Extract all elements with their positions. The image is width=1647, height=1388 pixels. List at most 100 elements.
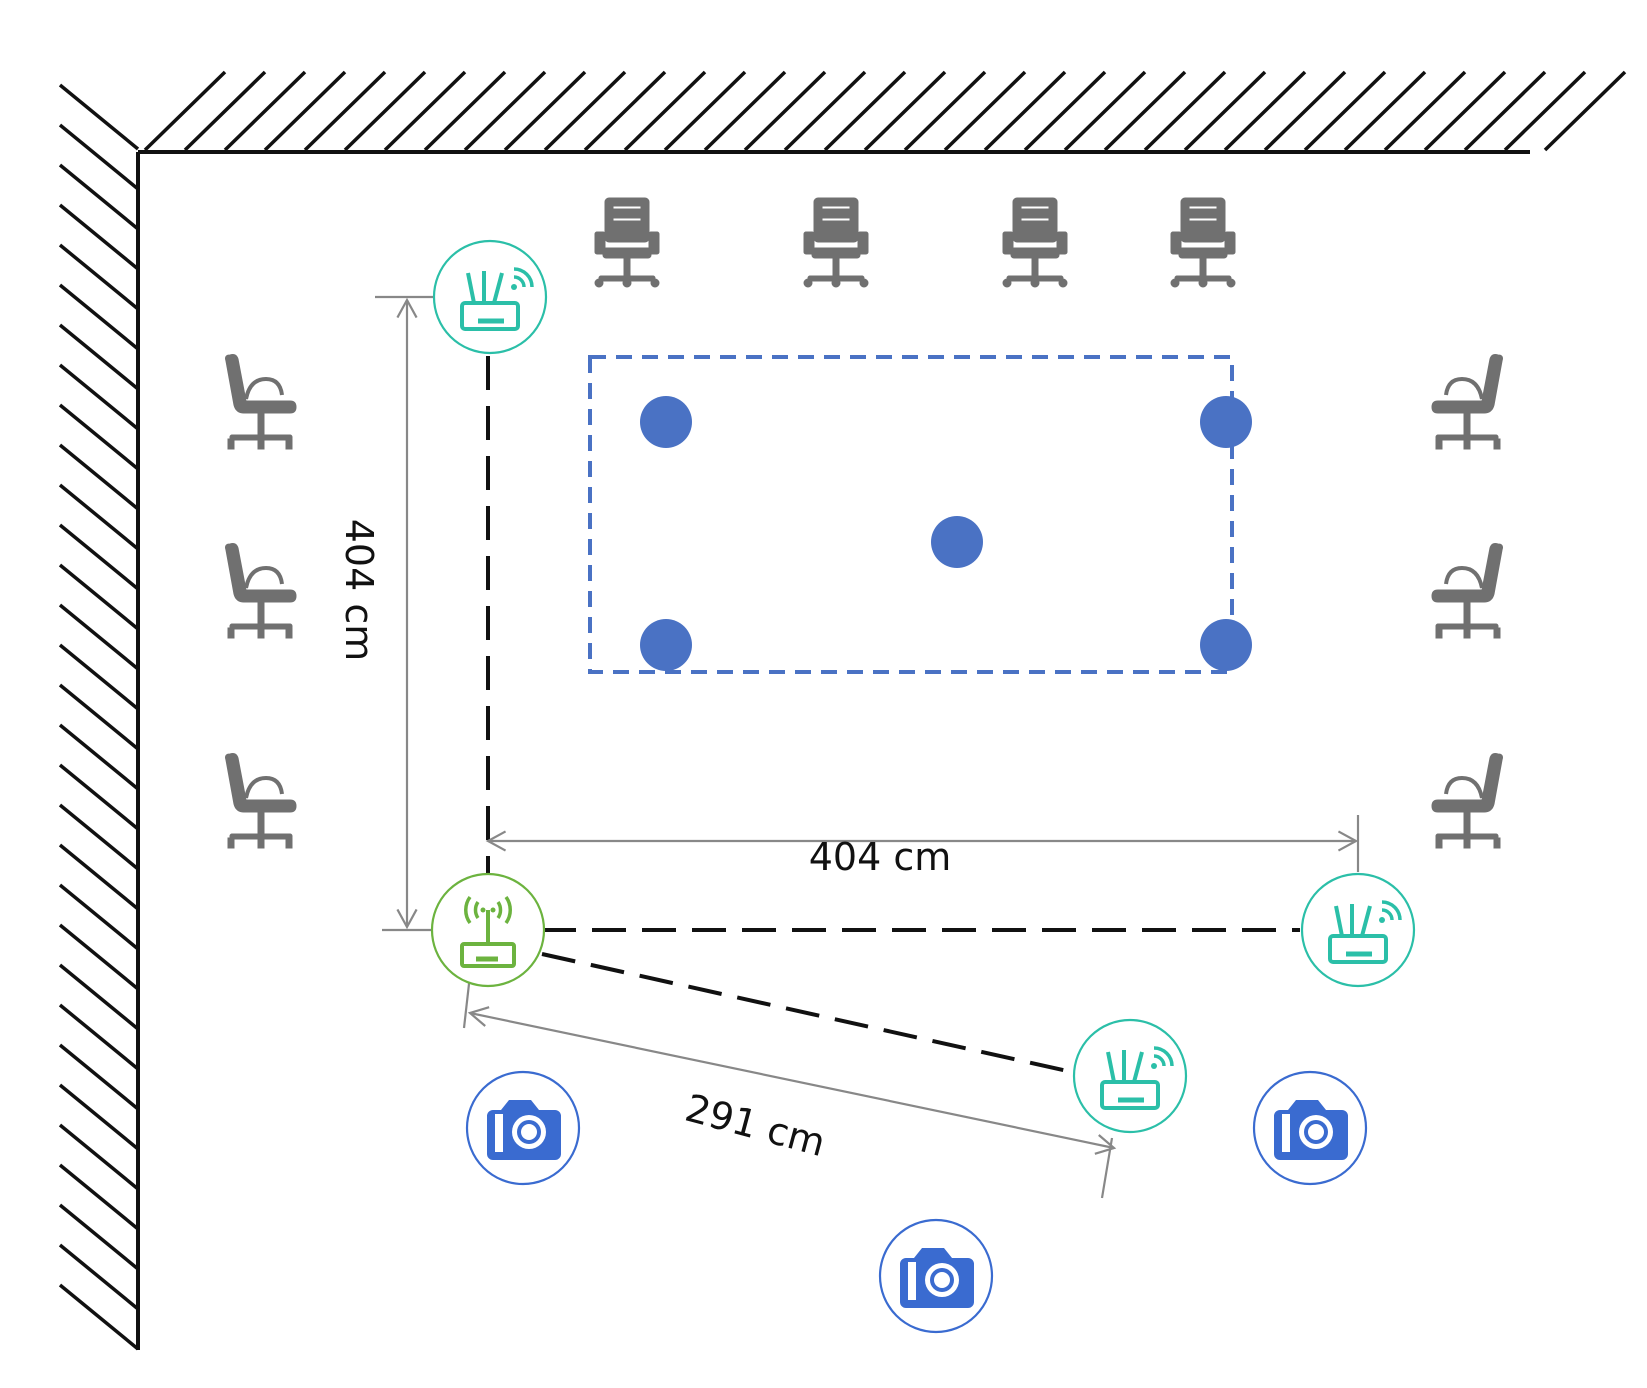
wall-hatch [58, 1003, 140, 1071]
wall-hatch [58, 83, 140, 151]
wall-hatch [1463, 70, 1547, 152]
wall-hatch [58, 483, 140, 551]
wall-hatch [58, 1083, 140, 1151]
camera-icon [878, 1218, 994, 1334]
dimension-arrowhead [1337, 830, 1359, 852]
office-chair-icon [223, 541, 298, 640]
wall-hatch [58, 1163, 140, 1231]
target-point [1200, 619, 1252, 671]
wall-hatch [58, 163, 140, 231]
camera-icon [1252, 1070, 1368, 1186]
wall-hatch [1383, 70, 1467, 152]
wall-hatch [58, 723, 140, 791]
wall-hatch [383, 70, 467, 152]
wall-hatch [58, 403, 140, 471]
wall-hatch [58, 1123, 140, 1191]
office-chair-icon [223, 751, 298, 850]
wall-hatch [58, 763, 140, 831]
target-point [1200, 396, 1252, 448]
wall-hatch [663, 70, 747, 152]
wall-hatch [783, 70, 867, 152]
dimension-line-diagonal [469, 1011, 1115, 1150]
target-point [640, 396, 692, 448]
wall-hatch [303, 70, 387, 152]
wall-hatch [58, 643, 140, 711]
target-point [640, 619, 692, 671]
camera-icon [465, 1070, 581, 1186]
wall-hatch [1103, 70, 1187, 152]
wall-hatch [58, 1243, 140, 1311]
office-chair-icon [1002, 197, 1068, 288]
wall-hatch [58, 523, 140, 591]
wall-hatch [1263, 70, 1347, 152]
devices [432, 241, 1414, 1334]
wall-hatch [343, 70, 427, 152]
wall-hatch [183, 70, 267, 152]
dimension-arrowhead [1094, 1134, 1117, 1155]
wall-hatch [903, 70, 987, 152]
wall-hatch [58, 443, 140, 511]
wall-hatch [1343, 70, 1427, 152]
target-point [931, 516, 983, 568]
office-chair-icon [223, 352, 298, 451]
wall-hatch [1423, 70, 1507, 152]
target-points [640, 396, 1252, 671]
chairs [223, 197, 1505, 850]
office-chair-icon [1430, 751, 1505, 850]
wall-hatch [1503, 70, 1587, 152]
wall-hatch [223, 70, 307, 152]
wall-hatch [1063, 70, 1147, 152]
dimension-arrowhead [396, 297, 418, 319]
office-chair-icon [803, 197, 869, 288]
wall-hatch [703, 70, 787, 152]
wall-hatch [58, 1203, 140, 1271]
wall-hatch [1303, 70, 1387, 152]
wall-hatch [58, 683, 140, 751]
dimension-arrowhead [467, 1006, 490, 1027]
wall-hatch [143, 70, 227, 152]
wall-hatch [58, 963, 140, 1031]
wall-hatch [503, 70, 587, 152]
wall-hatch [1023, 70, 1107, 152]
office-chair-icon [1170, 197, 1236, 288]
wall-hatch [263, 70, 347, 152]
dimension-label-diagonal: 291 cm [681, 1086, 830, 1165]
link-lines [486, 356, 1300, 1074]
wall-hatch [58, 363, 140, 431]
wall-hatch [58, 243, 140, 311]
wall-hatch [863, 70, 947, 152]
wall-hatch [423, 70, 507, 152]
dimension-label-vertical: 404 cm [337, 519, 381, 662]
wall-hatch [58, 203, 140, 271]
wall-hatch [1543, 70, 1627, 152]
room-walls [58, 70, 1627, 1351]
wall-hatch [58, 923, 140, 991]
target-area [588, 355, 1234, 674]
wall-hatch [58, 1043, 140, 1111]
dimension-arrowhead [396, 908, 418, 930]
wall-hatch [58, 563, 140, 631]
receiver-router-icon [1074, 1020, 1186, 1132]
receiver-router-icon [1302, 874, 1414, 986]
dimension-arrowhead [485, 830, 507, 852]
wall-hatch [58, 123, 140, 191]
wall-hatch [58, 1283, 140, 1351]
wall-hatch [1223, 70, 1307, 152]
link-tx-to-rx-bottom [541, 952, 1073, 1074]
wall-hatch [463, 70, 547, 152]
dimension-label-horizontal: 404 cm [809, 835, 952, 879]
wall-hatch [58, 883, 140, 951]
wall-hatch [1143, 70, 1227, 152]
wall-hatch [1183, 70, 1267, 152]
wall-hatch [58, 803, 140, 871]
office-chair-icon [594, 197, 660, 288]
dimension-lines [375, 295, 1360, 1199]
office-chair-icon [1430, 541, 1505, 640]
wall-hatch [743, 70, 827, 152]
receiver-router-icon [434, 241, 546, 353]
wall-hatch [58, 603, 140, 671]
wall-hatch [58, 323, 140, 391]
wall-hatch [983, 70, 1067, 152]
office-chair-icon [1430, 352, 1505, 451]
